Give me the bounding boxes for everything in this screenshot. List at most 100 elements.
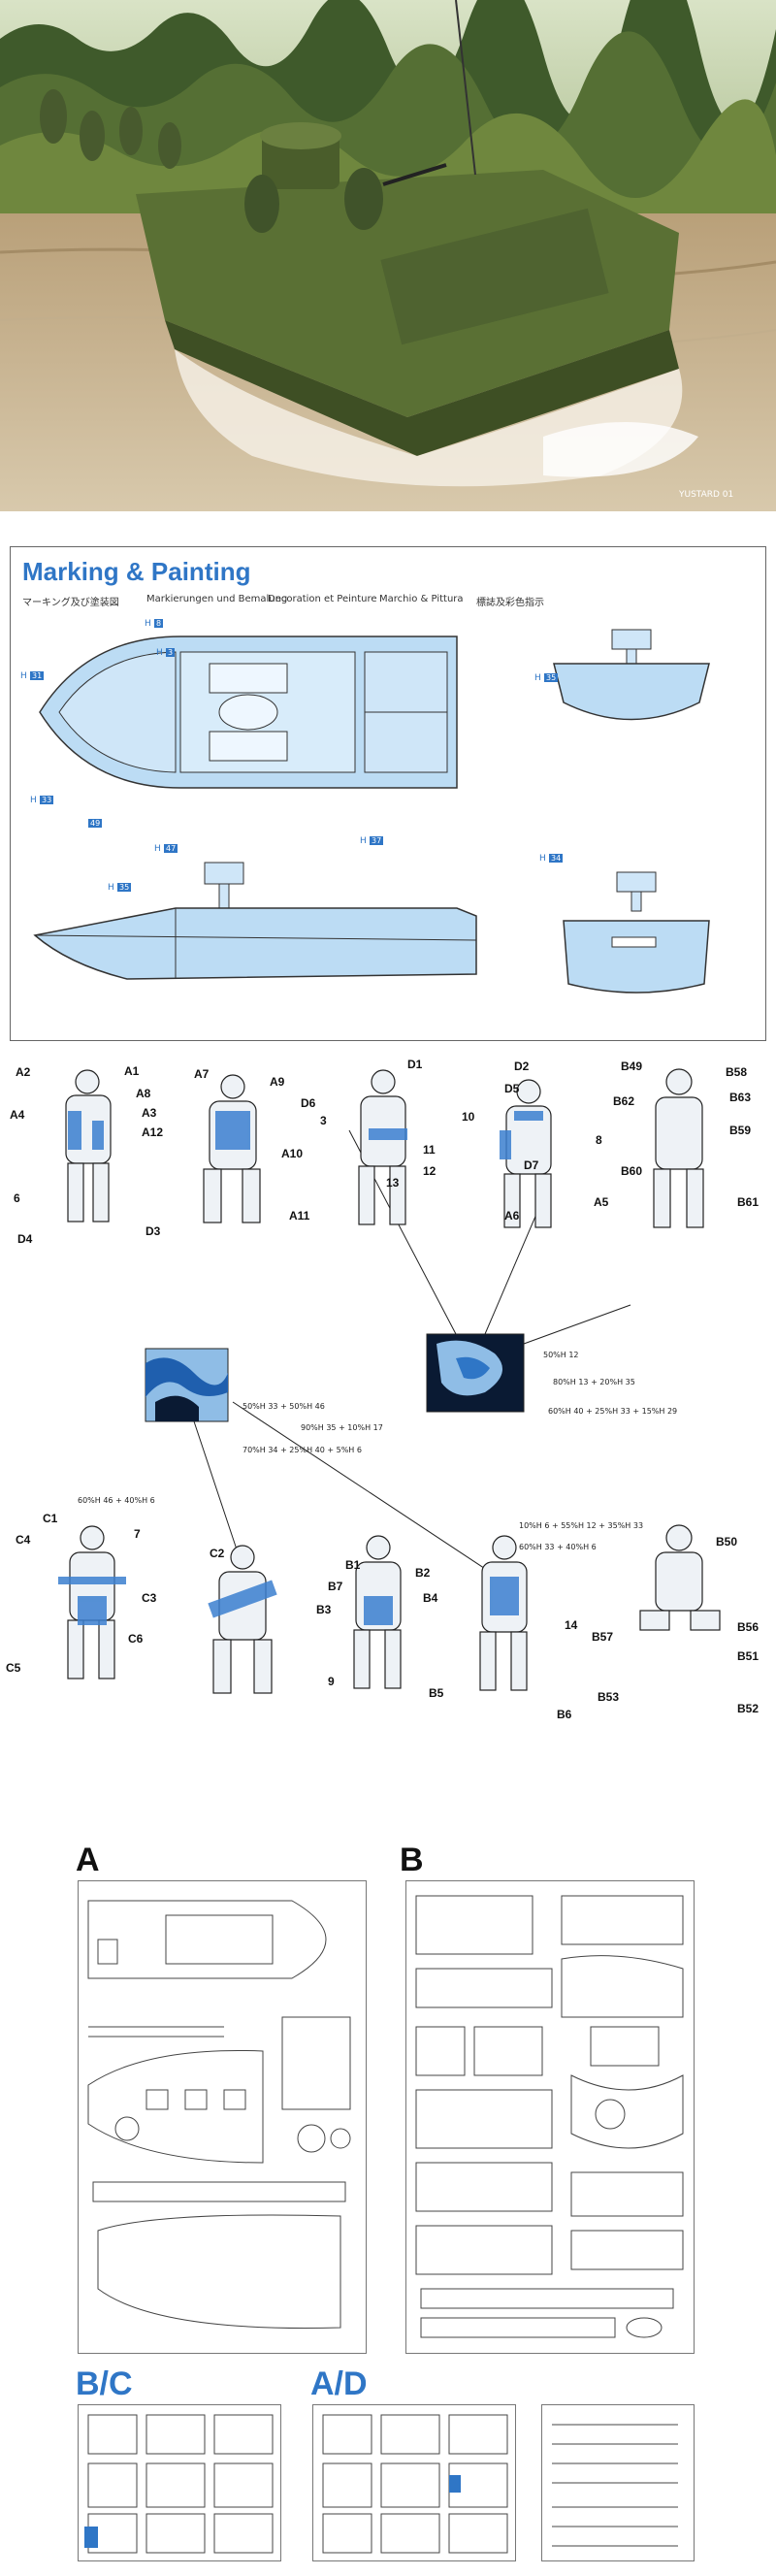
label-b6: B6 <box>557 1708 572 1721</box>
label-b62: B62 <box>613 1094 635 1108</box>
sprue-bc-parts <box>84 2414 274 2554</box>
sprue-a-frame <box>78 1880 367 2354</box>
label-b3: B3 <box>316 1603 332 1616</box>
label-b60: B60 <box>621 1164 643 1178</box>
label-b50: B50 <box>716 1535 738 1549</box>
label-c3: C3 <box>142 1591 157 1605</box>
sprue-bc-frame <box>78 2404 281 2561</box>
label-b58: B58 <box>726 1065 748 1079</box>
sprue-letter-ad: A/D <box>310 2365 368 2402</box>
callout-h-1: H <box>20 671 27 681</box>
camo-swatch-left <box>145 1348 229 1422</box>
number-14: 14 <box>565 1618 578 1632</box>
code-tag-1: 31 <box>30 671 45 680</box>
mix-left-1: 50%H 33 + 50%H 46 <box>242 1402 325 1411</box>
label-b59: B59 <box>729 1124 752 1137</box>
label-a6: A6 <box>504 1209 520 1223</box>
sprue-ad-parts <box>322 2414 508 2554</box>
sprue-letter-b: B <box>400 1842 424 1878</box>
code-tag-4: 33 <box>40 796 54 804</box>
label-a2: A2 <box>16 1065 31 1079</box>
figures-painting-guide <box>58 1068 721 1694</box>
label-b61: B61 <box>737 1195 760 1209</box>
code-tag-2: 8 <box>154 619 164 628</box>
label-a1: A1 <box>124 1064 140 1078</box>
mix-left-3: 70%H 34 + 25%H 40 + 5%H 6 <box>242 1446 362 1454</box>
sprue-a-parts <box>87 1900 351 2329</box>
label-b53: B53 <box>598 1690 620 1704</box>
mix-left-2: 90%H 35 + 10%H 17 <box>301 1423 383 1432</box>
label-d4: D4 <box>17 1232 33 1246</box>
sprue-weapons-parts <box>552 2424 678 2547</box>
label-c5: C5 <box>6 1661 21 1675</box>
code-tag-7: 35 <box>544 673 559 682</box>
sprue-ad-frame <box>312 2404 516 2561</box>
label-d7: D7 <box>524 1158 539 1172</box>
label-b49: B49 <box>621 1060 643 1073</box>
number-7: 7 <box>134 1527 141 1541</box>
label-b5: B5 <box>429 1686 444 1700</box>
number-6: 6 <box>14 1191 20 1205</box>
callout-h-4: H <box>30 796 37 805</box>
mix-right-2: 80%H 13 + 20%H 35 <box>553 1378 635 1386</box>
label-a10: A10 <box>281 1147 304 1160</box>
callout-h-7: H <box>360 836 367 846</box>
label-a11: A11 <box>289 1209 310 1223</box>
code-tag-6: 47 <box>164 844 178 853</box>
mix-mid-3: 60%H 33 + 40%H 6 <box>519 1543 597 1551</box>
label-b2: B2 <box>415 1566 431 1580</box>
label-c6: C6 <box>128 1632 144 1646</box>
label-d1: D1 <box>407 1058 423 1071</box>
marking-title: Marking & Painting <box>22 557 251 586</box>
label-b1: B1 <box>345 1558 361 1572</box>
mix-right-3: 60%H 40 + 25%H 33 + 15%H 29 <box>548 1407 678 1416</box>
callout-h-8: H <box>108 883 114 893</box>
subtitle-de: Markierungen und Bemalung <box>146 594 288 604</box>
figure-d2 <box>503 1079 552 1228</box>
mix-mid-1: 60%H 46 + 40%H 6 <box>78 1496 155 1505</box>
boat-front-view <box>553 629 710 721</box>
sprue-letter-a: A <box>76 1842 100 1878</box>
label-b7: B7 <box>328 1580 343 1593</box>
artist-signature: YUSTARD 01 <box>679 490 734 500</box>
number-3: 3 <box>320 1114 327 1127</box>
code-tag-3: 3 <box>166 648 176 657</box>
label-b51: B51 <box>737 1649 760 1663</box>
box-art-illustration <box>0 0 776 511</box>
subtitle-it: Marchio & Pittura <box>379 594 464 604</box>
subtitle-fr: Decoration et Peinture <box>268 594 377 604</box>
label-a4: A4 <box>10 1108 25 1122</box>
sprue-weapons-frame <box>541 2404 695 2561</box>
label-a5: A5 <box>594 1195 609 1209</box>
subtitle-jp: マーキング及び塗装図 <box>22 598 119 608</box>
box-art: YUSTARD 01 <box>0 0 776 511</box>
label-c2: C2 <box>210 1547 225 1560</box>
number-11: 11 <box>423 1143 436 1157</box>
code-tag-9: 35 <box>117 883 132 892</box>
mix-right-1: 50%H 12 <box>543 1351 579 1359</box>
camo-swatch-right <box>426 1333 525 1413</box>
label-a7: A7 <box>194 1067 210 1081</box>
label-b56: B56 <box>737 1620 760 1634</box>
label-c4: C4 <box>16 1533 31 1547</box>
mix-mid-2: 10%H 6 + 55%H 12 + 35%H 33 <box>519 1521 644 1530</box>
label-d2: D2 <box>514 1060 530 1073</box>
label-a9: A9 <box>270 1075 285 1089</box>
figure-b3 <box>639 1524 721 1631</box>
label-a8: A8 <box>136 1087 151 1100</box>
subtitle-cn: 標誌及彩色指示 <box>476 598 544 608</box>
figure-d <box>358 1069 406 1225</box>
number-9: 9 <box>328 1675 335 1688</box>
label-a12: A12 <box>142 1125 164 1139</box>
figure-b-officer <box>653 1068 704 1228</box>
number-10: 10 <box>462 1110 475 1124</box>
number-8: 8 <box>596 1133 602 1147</box>
code-tag-10: 34 <box>549 854 564 863</box>
label-d3: D3 <box>146 1224 161 1238</box>
label-b63: B63 <box>729 1091 752 1104</box>
label-d6: D6 <box>301 1096 316 1110</box>
callout-h-6: H <box>534 673 541 683</box>
code-tag-5: 49 <box>88 819 103 828</box>
boat-side-view <box>33 862 477 980</box>
label-b52: B52 <box>737 1702 760 1715</box>
